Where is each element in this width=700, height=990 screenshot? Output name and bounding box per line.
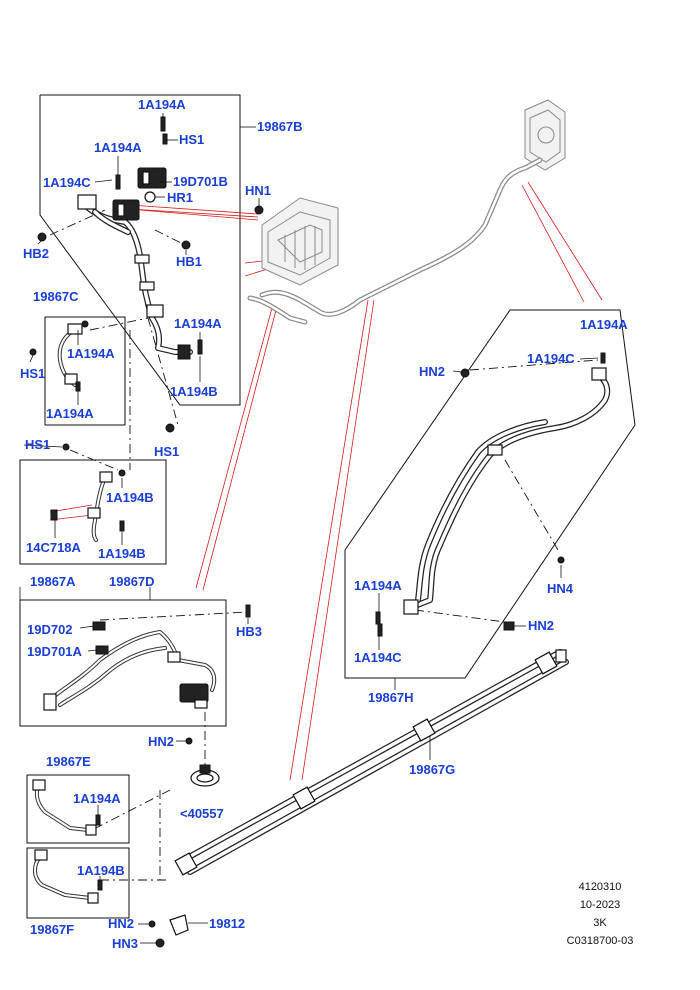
label-hn1: HN1 bbox=[245, 183, 271, 198]
label-19d702: 19D702 bbox=[27, 622, 73, 637]
label-hn2-left: HN2 bbox=[148, 734, 174, 749]
guide-lines bbox=[49, 209, 599, 881]
label-hn2-h: HN2 bbox=[419, 364, 445, 379]
pipe-19867g bbox=[174, 649, 569, 876]
box-19867b bbox=[39, 94, 241, 406]
ref-number: 4120310 bbox=[579, 881, 622, 893]
box-19867e bbox=[26, 774, 130, 844]
label-19812: 19812 bbox=[209, 916, 245, 931]
part-40557 bbox=[190, 764, 220, 787]
label-1a194a-h: 1A194A bbox=[580, 317, 628, 332]
pipe-19867c bbox=[29, 320, 89, 392]
hvac-module-ghost bbox=[261, 197, 339, 286]
label-1a194a-top: 1A194A bbox=[138, 97, 186, 112]
grey-pipe-route bbox=[247, 157, 543, 325]
label-1a194a-c2: 1A194A bbox=[46, 406, 94, 421]
ref-illustration-id: C0318700-03 bbox=[567, 935, 634, 947]
label-hs1-mid: HS1 bbox=[154, 444, 179, 459]
box-19867a bbox=[19, 599, 227, 727]
label-19d701b: 19D701B bbox=[173, 174, 228, 189]
pipe-19867f bbox=[33, 849, 103, 904]
label-19867e: 19867E bbox=[46, 754, 91, 769]
label-19867f: 19867F bbox=[30, 922, 74, 937]
label-19867d: 19867D bbox=[109, 574, 155, 589]
box-19867h bbox=[344, 309, 636, 679]
ref-date: 10-2023 bbox=[580, 899, 620, 911]
leader-lines bbox=[19, 113, 599, 944]
label-hb2: HB2 bbox=[23, 246, 49, 261]
pipe-19867d bbox=[50, 443, 126, 542]
label-1a194c-h2: 1A194C bbox=[354, 650, 402, 665]
bracket-19812 bbox=[148, 914, 189, 948]
label-1a194b-b: 1A194B bbox=[170, 384, 218, 399]
label-1a194c-h: 1A194C bbox=[527, 351, 575, 366]
label-1a194a-c1: 1A194A bbox=[67, 346, 115, 361]
label-hs1-b: HS1 bbox=[179, 132, 204, 147]
ref-code: 3K bbox=[593, 917, 607, 929]
label-1a194a-e: 1A194A bbox=[73, 791, 121, 806]
label-1a194b-f: 1A194B bbox=[77, 863, 125, 878]
label-1a194c-b: 1A194C bbox=[43, 175, 91, 190]
label-hb3: HB3 bbox=[236, 624, 262, 639]
pipe-19867a bbox=[43, 604, 251, 711]
reference-block: 4120310 10-2023 3K C0318700-03 bbox=[567, 881, 634, 947]
label-14c718a: 14C718A bbox=[26, 540, 82, 555]
label-hr1: HR1 bbox=[167, 190, 193, 205]
label-19867b: 19867B bbox=[257, 119, 303, 134]
label-1a194b-d1: 1A194B bbox=[106, 490, 154, 505]
label-hn2-h2: HN2 bbox=[528, 618, 554, 633]
label-hn2-bottom: HN2 bbox=[108, 916, 134, 931]
label-hb1: HB1 bbox=[176, 254, 202, 269]
label-1a194a-b2: 1A194A bbox=[94, 140, 142, 155]
label-hn3-bottom: HN3 bbox=[112, 936, 138, 951]
pipe-19867e bbox=[32, 779, 101, 836]
label-1a194a-b3: 1A194A bbox=[174, 316, 222, 331]
label-40557: <40557 bbox=[180, 806, 224, 821]
label-hs1-c: HS1 bbox=[20, 366, 45, 381]
hn2-left-glyph bbox=[185, 737, 193, 745]
label-19867c: 19867C bbox=[33, 289, 79, 304]
label-19867a: 19867A bbox=[30, 574, 76, 589]
pipe-19867b bbox=[77, 167, 193, 360]
label-1a194b-d2: 1A194B bbox=[98, 546, 146, 561]
compressor-ghost bbox=[524, 99, 566, 171]
box-19867c bbox=[44, 316, 126, 426]
label-hn4: HN4 bbox=[547, 581, 574, 596]
label-1a194a-h2: 1A194A bbox=[354, 578, 402, 593]
label-hs1-d: HS1 bbox=[25, 437, 50, 452]
pipe-19867h bbox=[375, 352, 611, 637]
label-19867h: 19867H bbox=[368, 690, 414, 705]
label-19867g: 19867G bbox=[409, 762, 455, 777]
label-19d701a: 19D701A bbox=[27, 644, 83, 659]
box-19867f bbox=[26, 847, 130, 919]
